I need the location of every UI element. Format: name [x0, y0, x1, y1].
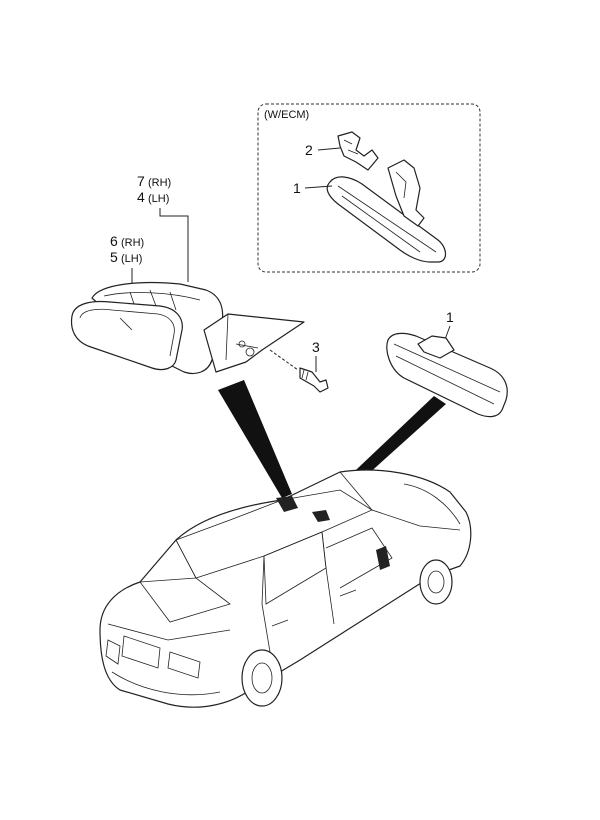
ecm-bracket	[337, 131, 379, 171]
callout-7-side: (RH)	[148, 177, 171, 189]
callout-5: 5	[110, 249, 118, 265]
callout-3: 3	[312, 339, 320, 355]
callout-7: 7	[137, 173, 145, 189]
car-illustration	[99, 469, 472, 708]
car-inside-mirror-mark	[312, 510, 330, 522]
inset-title: (W/ECM)	[264, 109, 309, 121]
rear-wheel	[241, 649, 283, 707]
pointer-outside-mirror	[218, 380, 292, 498]
outside-mirror-labels: 7 (RH) 4 (LH) 6 (RH) 5 (LH)	[110, 173, 189, 290]
ecm-inset-box: (W/ECM) 2 1	[257, 103, 481, 273]
callout-4-side: (LH)	[148, 193, 169, 205]
callout-inset-1: 1	[293, 180, 301, 196]
front-wheel	[419, 559, 453, 605]
callout-4: 4	[137, 189, 145, 205]
callout-inside-1: 1	[446, 309, 454, 325]
outside-mirror-assembly	[70, 281, 305, 375]
leader-inset-1	[304, 185, 333, 189]
leader-inset-2	[317, 147, 341, 151]
car-outside-mirror-mark	[276, 496, 298, 512]
leader-7-4	[159, 208, 189, 282]
car-side-mirror-mark	[376, 546, 390, 570]
callout-6: 6	[110, 233, 118, 249]
inside-mirror: 1	[386, 309, 508, 418]
callout-6-side: (RH)	[121, 237, 144, 249]
bolt-part: 3	[269, 339, 329, 393]
callout-inset-2: 2	[305, 142, 313, 158]
callout-5-side: (LH)	[121, 253, 142, 265]
bolt-axis	[269, 349, 299, 371]
ecm-inside-mirror	[326, 159, 447, 263]
